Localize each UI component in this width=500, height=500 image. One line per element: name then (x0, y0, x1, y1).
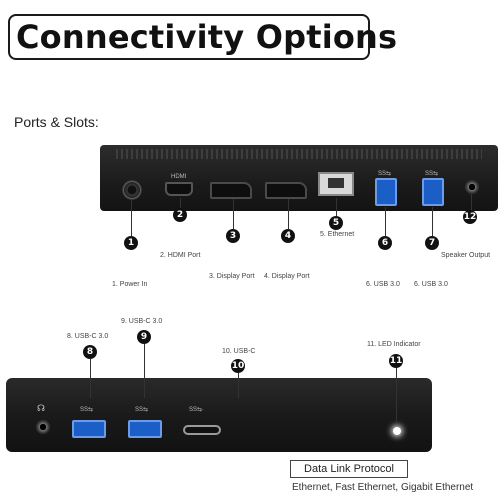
page-title: Connectivity Options (16, 18, 398, 56)
callout-number-8: 8 (83, 345, 97, 359)
label-display-port-3: 3. Display Port (209, 273, 255, 280)
hdmi-mark: HDMI (171, 174, 187, 180)
label-usbc-9: 9. USB-C 3.0 (121, 318, 163, 325)
usb-port-8 (72, 420, 106, 438)
speaker-output-port (465, 180, 479, 194)
power-in-port (122, 180, 142, 200)
callout-number-6: 6 (378, 236, 392, 250)
label-usbc-8: 8. USB-C 3.0 (67, 333, 109, 340)
audio-jack (36, 420, 50, 434)
dock-front-panel (6, 378, 432, 452)
usbc-port-10 (183, 425, 221, 435)
headphone-icon: ☊ (37, 404, 45, 414)
label-power-in: 1. Power In (112, 281, 148, 288)
callout-number-1: 1 (124, 236, 138, 250)
display-port-4 (265, 182, 307, 199)
callout-number-12: 12 (463, 210, 477, 224)
callout-line-8 (90, 359, 91, 398)
hdmi-port (165, 182, 193, 196)
callout-line-2 (180, 198, 181, 208)
callout-line-7 (432, 207, 433, 236)
label-usbc-10: 10. USB-C (222, 348, 256, 355)
ports-subtitle: Ports & Slots: (14, 114, 99, 130)
callout-line-9 (144, 344, 145, 398)
callout-line-5 (336, 198, 337, 216)
usb-mark-9: SS⇆ (135, 407, 149, 413)
callout-line-10 (238, 373, 239, 398)
usb-mark-6: SS⇆ (378, 171, 392, 177)
callout-number-7: 7 (425, 236, 439, 250)
label-hdmi-port: 2. HDMI Port (160, 252, 201, 259)
vent-grille (116, 149, 482, 159)
callout-line-4 (288, 199, 289, 229)
callout-number-5: 5 (329, 216, 343, 230)
callout-line-12 (471, 194, 472, 210)
usb-port-9 (128, 420, 162, 438)
usb-port-7 (422, 178, 444, 206)
usbc-mark-10: SS⇆· (189, 407, 205, 413)
label-ethernet: 5. Ethernet (320, 231, 355, 238)
label-usb-6: 6. USB 3.0 (366, 281, 400, 288)
display-port-3 (210, 182, 252, 199)
label-display-port-4: 4. Display Port (264, 273, 310, 280)
callout-number-3: 3 (226, 229, 240, 243)
ethernet-port (318, 172, 354, 196)
label-usb-7: 6. USB 3.0 (414, 281, 448, 288)
usb-port-6 (375, 178, 397, 206)
callout-number-2: 2 (173, 208, 187, 222)
usb-mark-7: SS⇆ (425, 171, 439, 177)
title-box: Connectivity Options (8, 14, 397, 60)
callout-line-6 (385, 207, 386, 236)
callout-line-1 (131, 200, 132, 236)
callout-line-3 (233, 199, 234, 229)
data-link-protocol-box: Data Link Protocol (290, 460, 408, 478)
led-indicator (393, 427, 401, 435)
label-speaker-output: Speaker Output (441, 252, 491, 259)
callout-number-4: 4 (281, 229, 295, 243)
label-led-indicator: 11. LED Indicator (367, 341, 421, 348)
callout-number-10: 10 (231, 359, 245, 373)
callout-number-11: 11 (389, 354, 403, 368)
usb-mark-8: SS⇆ (80, 407, 94, 413)
callout-number-9: 9 (137, 330, 151, 344)
data-link-protocol-text: Ethernet, Fast Ethernet, Gigabit Etherne… (292, 482, 474, 493)
callout-line-11 (396, 368, 397, 423)
